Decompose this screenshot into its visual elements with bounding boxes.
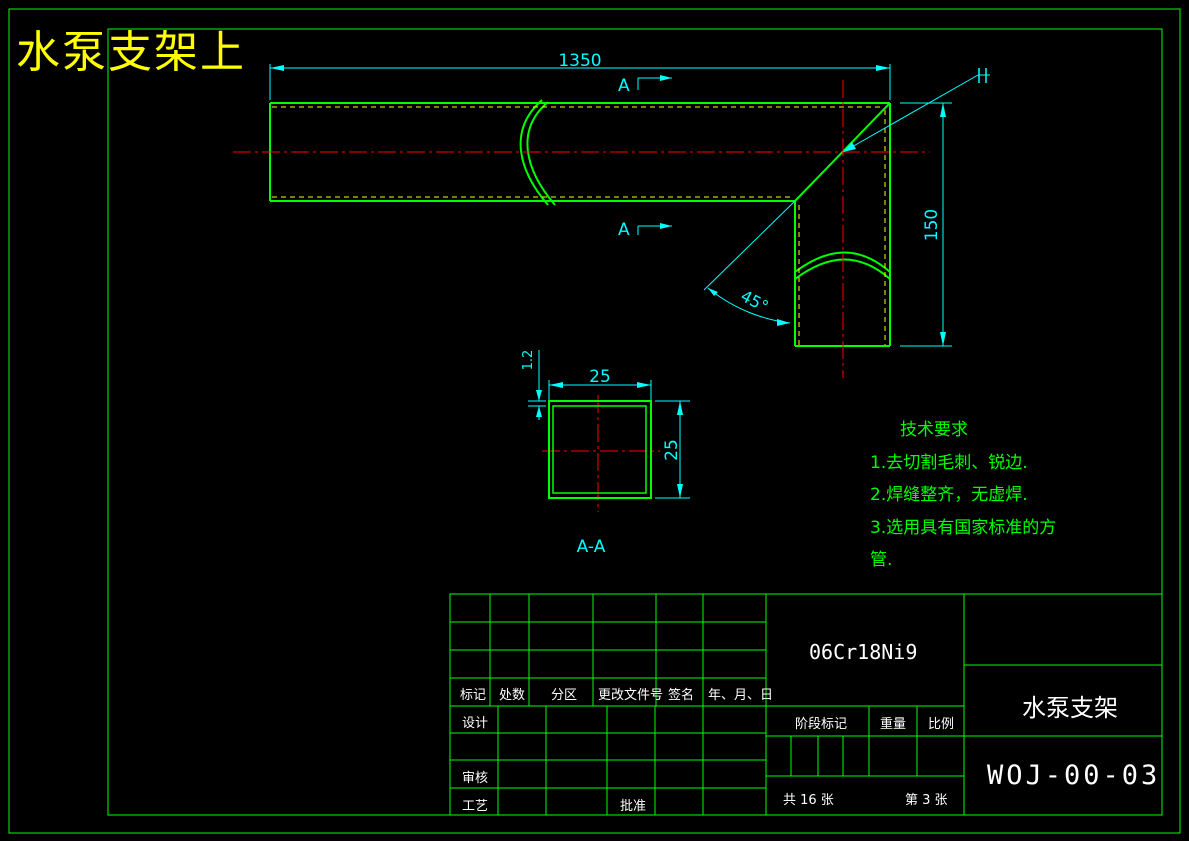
drawing-title: 水泵支架上 <box>16 27 246 78</box>
note-item: 3.选用具有国家标准的方 <box>870 517 1057 538</box>
tb-scale: 比例 <box>928 717 955 732</box>
dim-wall: 1.2 <box>521 350 536 371</box>
title-block-grid <box>449 593 1163 816</box>
tb-part-name: 水泵支架 <box>1022 694 1118 722</box>
tb-header-change-doc: 更改文件号 <box>598 688 664 703</box>
tb-header-mark: 标记 <box>460 688 487 703</box>
note-item: 2.焊缝整齐，无虚焊. <box>870 485 1028 505</box>
dimension-arrows <box>270 65 946 498</box>
section-aa <box>548 400 652 499</box>
dim-section-width: 25 <box>589 367 611 387</box>
dim-length: 1350 <box>558 51 601 71</box>
tb-material: 06Cr18Ni9 <box>809 640 918 664</box>
section-view-label: A-A <box>577 537 606 557</box>
pipe-profile <box>269 99 891 347</box>
hidden-lines <box>272 106 886 345</box>
tb-header-count: 处数 <box>499 688 526 703</box>
tb-approve: 批准 <box>620 799 647 814</box>
outer-border <box>8 8 1181 834</box>
tb-sheet-no: 第 3 张 <box>905 793 948 808</box>
tb-process: 工艺 <box>462 799 489 814</box>
section-mark-bottom: A <box>618 220 630 240</box>
center-lines <box>233 80 930 512</box>
tb-stage-mark: 阶段标记 <box>795 717 848 732</box>
dim-height: 150 <box>922 209 942 241</box>
tb-design: 设计 <box>462 716 489 731</box>
tb-header-signature: 签名 <box>668 688 695 703</box>
tb-weight: 重量 <box>880 717 907 732</box>
tb-total-sheets: 共 16 张 <box>783 793 834 808</box>
dim-angle: 45° <box>738 286 772 316</box>
leader-tick-marks <box>978 68 987 83</box>
notes-heading: 技术要求 <box>900 420 968 440</box>
note-item: 管. <box>870 550 893 570</box>
section-mark-top: A <box>618 76 630 96</box>
tb-drawing-no: WOJ-00-03 <box>987 760 1161 791</box>
technical-notes: 技术要求 1.去切割毛刺、锐边. 2.焊缝整齐，无虚焊. 3.选用具有国家标准的… <box>870 414 1056 577</box>
dim-section-height: 25 <box>662 439 682 461</box>
tb-review: 审核 <box>462 771 489 786</box>
tb-header-date: 年、月、日 <box>708 688 774 703</box>
tb-header-zone: 分区 <box>551 688 578 703</box>
note-item: 1.去切割毛刺、锐边. <box>870 452 1028 473</box>
